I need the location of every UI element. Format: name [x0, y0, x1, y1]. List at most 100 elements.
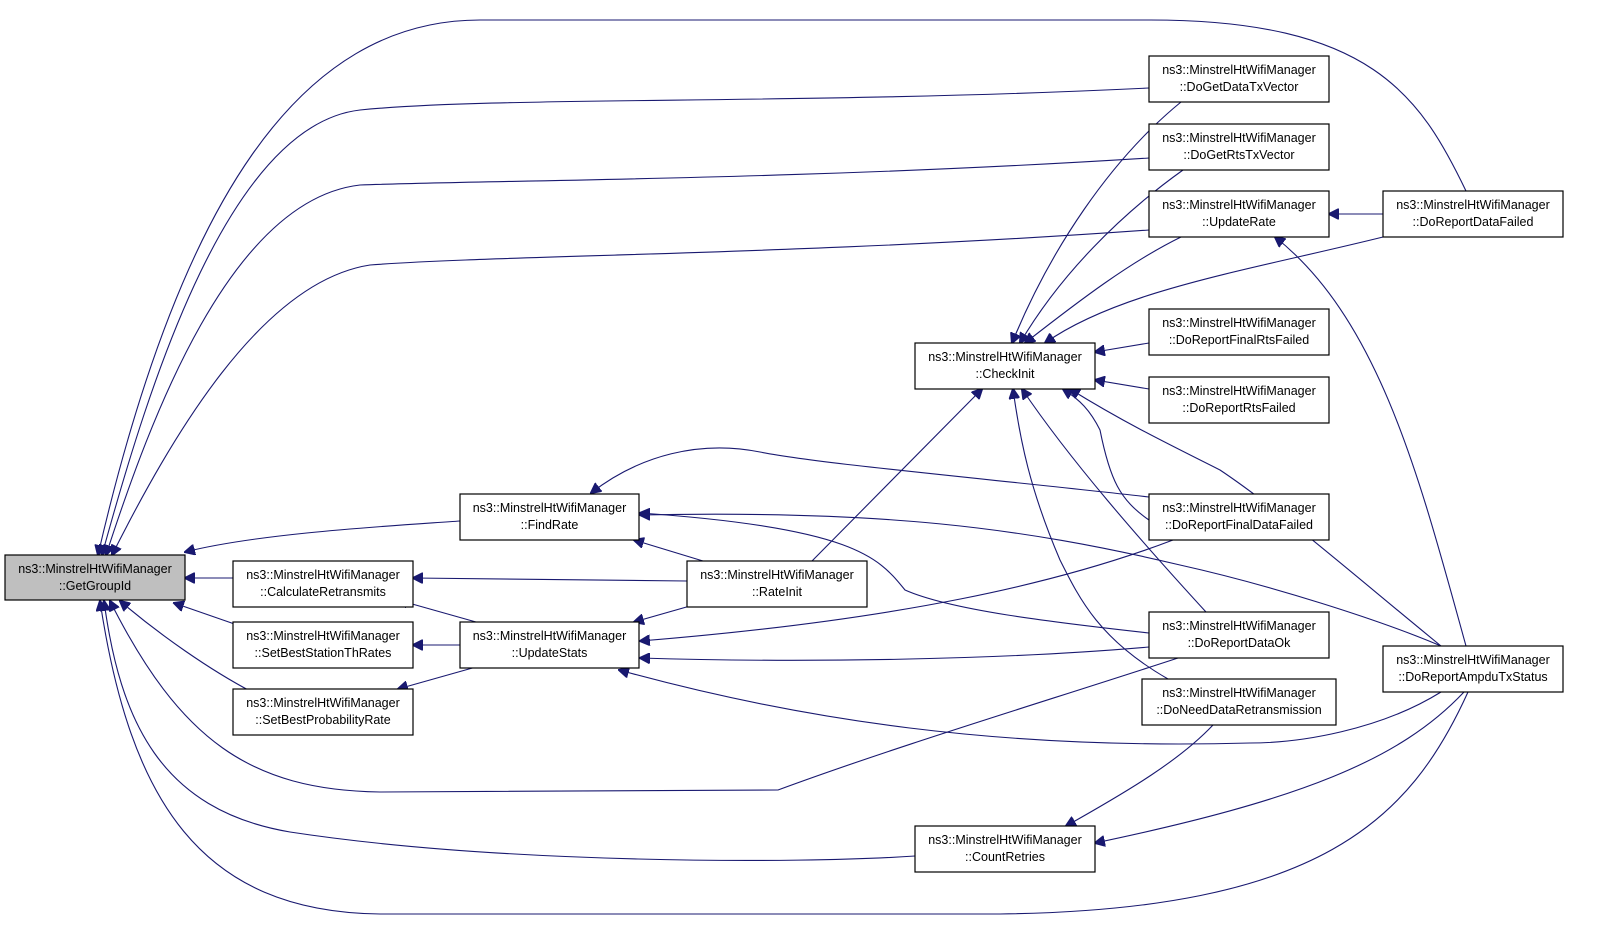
node-box	[232, 688, 414, 736]
edge-doGetRtsTx-to-checkInit	[1020, 169, 1184, 343]
node-label-namespace: ns3::MinstrelHtWifiManager	[1162, 316, 1316, 330]
node-label-method: ::DoGetRtsTxVector	[1183, 148, 1294, 162]
edge-findRate-to-getGroupId	[185, 520, 461, 552]
node-label-method: ::CheckInit	[975, 367, 1035, 381]
node-box	[1148, 611, 1330, 659]
edge-doReportAmpdu-to-updateStats	[619, 670, 1442, 745]
node-doReportRts[interactable]: ns3::MinstrelHtWifiManager::DoReportRtsF…	[1148, 376, 1330, 424]
node-box	[232, 621, 414, 669]
node-doGetRtsTx[interactable]: ns3::MinstrelHtWifiManager::DoGetRtsTxVe…	[1148, 123, 1330, 171]
node-label-namespace: ns3::MinstrelHtWifiManager	[1162, 198, 1316, 212]
node-box	[1148, 123, 1330, 171]
node-doGetDataTx[interactable]: ns3::MinstrelHtWifiManager::DoGetDataTxV…	[1148, 55, 1330, 103]
node-updateRate[interactable]: ns3::MinstrelHtWifiManager::UpdateRate	[1148, 190, 1330, 238]
edges-layer	[98, 19, 1469, 915]
edge-countRetries-to-getGroupId	[104, 601, 916, 861]
edge-doReportDataOk-to-findRate	[640, 513, 1150, 634]
node-box	[914, 825, 1096, 873]
node-box	[1141, 678, 1337, 726]
node-label-method: ::UpdateStats	[512, 646, 588, 660]
edge-updateRate-to-checkInit	[1025, 236, 1182, 343]
edge-doReportDataOk-to-getGroupId	[110, 601, 1179, 793]
node-label-namespace: ns3::MinstrelHtWifiManager	[473, 629, 627, 643]
node-label-namespace: ns3::MinstrelHtWifiManager	[1162, 384, 1316, 398]
node-rateInit[interactable]: ns3::MinstrelHtWifiManager::RateInit	[686, 560, 868, 608]
node-box	[1382, 190, 1564, 238]
node-label-namespace: ns3::MinstrelHtWifiManager	[1162, 131, 1316, 145]
node-label-method: ::DoReportDataFailed	[1413, 215, 1534, 229]
edge-doReportRts-to-checkInit	[1095, 380, 1150, 390]
node-label-namespace: ns3::MinstrelHtWifiManager	[473, 501, 627, 515]
node-label-method: ::CalculateRetransmits	[260, 585, 386, 599]
node-label-method: ::DoReportFinalDataFailed	[1165, 518, 1313, 532]
edge-doReportFinalData-to-findRate	[591, 447, 1150, 498]
node-label-namespace: ns3::MinstrelHtWifiManager	[246, 696, 400, 710]
node-updateStats[interactable]: ns3::MinstrelHtWifiManager::UpdateStats	[459, 621, 640, 669]
node-label-method: ::DoGetDataTxVector	[1180, 80, 1299, 94]
node-box	[1148, 376, 1330, 424]
edge-doReportDataFailed-to-getGroupId	[98, 19, 1467, 555]
node-label-method: ::DoReportFinalRtsFailed	[1169, 333, 1309, 347]
node-doReportFinalRts[interactable]: ns3::MinstrelHtWifiManager::DoReportFina…	[1148, 308, 1330, 356]
node-label-namespace: ns3::MinstrelHtWifiManager	[1162, 63, 1316, 77]
node-doReportDataOk[interactable]: ns3::MinstrelHtWifiManager::DoReportData…	[1148, 611, 1330, 659]
node-label-method: ::DoReportRtsFailed	[1182, 401, 1295, 415]
node-box	[4, 554, 186, 601]
node-label-namespace: ns3::MinstrelHtWifiManager	[700, 568, 854, 582]
node-doReportFinalData[interactable]: ns3::MinstrelHtWifiManager::DoReportFina…	[1148, 493, 1330, 541]
node-label-method: ::FindRate	[521, 518, 579, 532]
node-label-method: ::UpdateRate	[1202, 215, 1276, 229]
node-box	[232, 560, 414, 608]
edge-doReportAmpdu-to-checkInit	[1070, 389, 1442, 647]
edge-updateStats-to-setBestProb	[398, 666, 477, 689]
edge-doNeedDataRetrans-to-checkInit	[1013, 389, 1169, 680]
node-label-namespace: ns3::MinstrelHtWifiManager	[928, 350, 1082, 364]
node-doNeedDataRetrans[interactable]: ns3::MinstrelHtWifiManager::DoNeedDataRe…	[1141, 678, 1337, 726]
node-getGroupId[interactable]: ns3::MinstrelHtWifiManager::GetGroupId	[4, 554, 186, 601]
node-label-method: ::DoReportAmpduTxStatus	[1398, 670, 1547, 684]
edge-rateInit-to-updateStats	[634, 605, 691, 622]
node-label-namespace: ns3::MinstrelHtWifiManager	[246, 629, 400, 643]
edge-rateInit-to-calcRetrans	[413, 578, 688, 581]
node-box	[1148, 55, 1330, 103]
node-findRate[interactable]: ns3::MinstrelHtWifiManager::FindRate	[459, 493, 640, 541]
nodes-layer: ns3::MinstrelHtWifiManager::GetGroupIdns…	[4, 55, 1564, 873]
node-setBestProb[interactable]: ns3::MinstrelHtWifiManager::SetBestProba…	[232, 688, 414, 736]
node-box	[1148, 308, 1330, 356]
node-label-namespace: ns3::MinstrelHtWifiManager	[1162, 619, 1316, 633]
node-box	[459, 621, 640, 669]
edge-doReportDataFailed-to-checkInit	[1045, 236, 1384, 343]
node-label-method: ::DoReportDataOk	[1188, 636, 1292, 650]
node-label-method: ::DoNeedDataRetransmission	[1156, 703, 1321, 717]
node-label-method: ::GetGroupId	[59, 579, 131, 593]
node-doReportAmpdu[interactable]: ns3::MinstrelHtWifiManager::DoReportAmpd…	[1382, 645, 1564, 693]
node-checkInit[interactable]: ns3::MinstrelHtWifiManager::CheckInit	[914, 342, 1096, 390]
node-doReportDataFailed[interactable]: ns3::MinstrelHtWifiManager::DoReportData…	[1382, 190, 1564, 238]
node-setBestStation[interactable]: ns3::MinstrelHtWifiManager::SetBestStati…	[232, 621, 414, 669]
edge-doReportFinalData-to-checkInit	[1063, 389, 1150, 521]
node-label-method: ::RateInit	[752, 585, 803, 599]
node-label-namespace: ns3::MinstrelHtWifiManager	[1162, 501, 1316, 515]
edge-doNeedDataRetrans-to-countRetries	[1066, 724, 1214, 826]
edge-setBestProb-to-getGroupId	[120, 601, 253, 693]
node-label-namespace: ns3::MinstrelHtWifiManager	[1162, 686, 1316, 700]
edge-doReportDataOk-to-checkInit	[1022, 389, 1207, 613]
node-label-method: ::SetBestStationThRates	[255, 646, 392, 660]
edge-doReportAmpdu-to-updateRate	[1275, 237, 1467, 647]
edge-doReportAmpdu-to-countRetries	[1095, 691, 1465, 843]
edge-rateInit-to-findRate	[634, 540, 704, 562]
node-box	[914, 342, 1096, 390]
node-box	[459, 493, 640, 541]
edge-doReportFinalData-to-updateStats	[640, 539, 1174, 641]
node-label-method: ::CountRetries	[965, 850, 1045, 864]
node-label-namespace: ns3::MinstrelHtWifiManager	[1396, 653, 1550, 667]
node-box	[1148, 493, 1330, 541]
node-box	[1382, 645, 1564, 693]
node-box	[1148, 190, 1330, 238]
edge-doReportFinalRts-to-checkInit	[1095, 342, 1150, 352]
node-calcRetrans[interactable]: ns3::MinstrelHtWifiManager::CalculateRet…	[232, 560, 414, 608]
edge-rateInit-to-checkInit	[811, 389, 982, 562]
node-box	[686, 560, 868, 608]
node-countRetries[interactable]: ns3::MinstrelHtWifiManager::CountRetries	[914, 825, 1096, 873]
